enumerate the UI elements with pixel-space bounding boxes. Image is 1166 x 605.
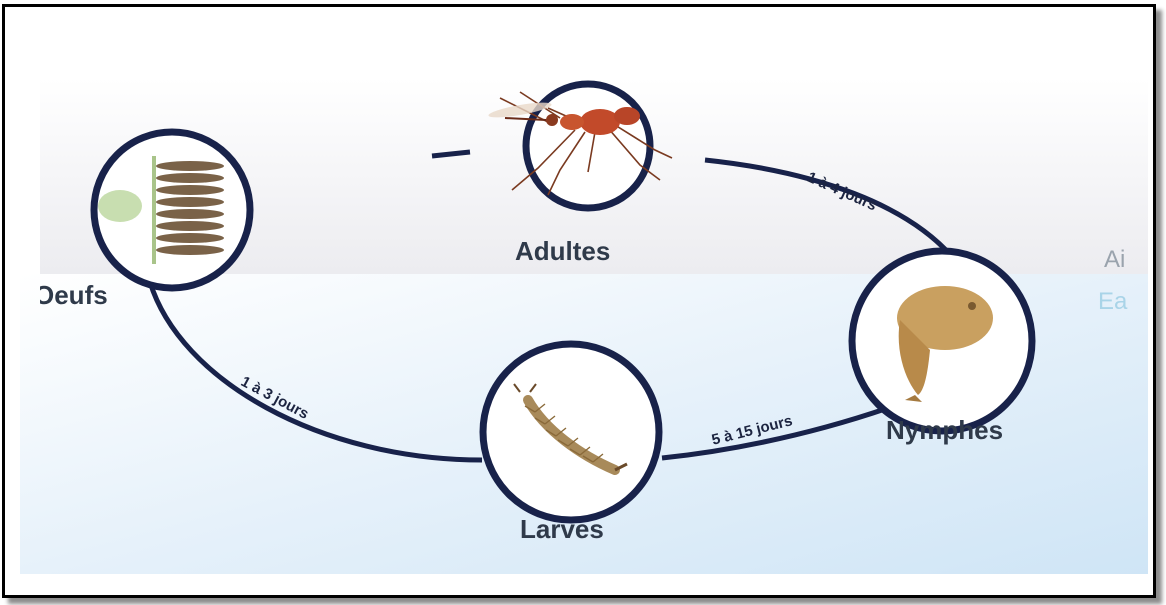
zone-label-air: Ai	[1104, 246, 1125, 274]
stage-label-oeufs: Oeufs	[34, 280, 108, 311]
nymphes-circle	[852, 251, 1032, 431]
oeufs-circle	[94, 132, 250, 288]
larves-circle	[483, 344, 659, 520]
stage-label-larves: Larves	[520, 514, 604, 545]
stage-label-nymphes: Nymphes	[886, 415, 1003, 446]
zone-label-eau: Ea	[1098, 288, 1127, 316]
stage-label-adultes: Adultes	[515, 236, 610, 267]
